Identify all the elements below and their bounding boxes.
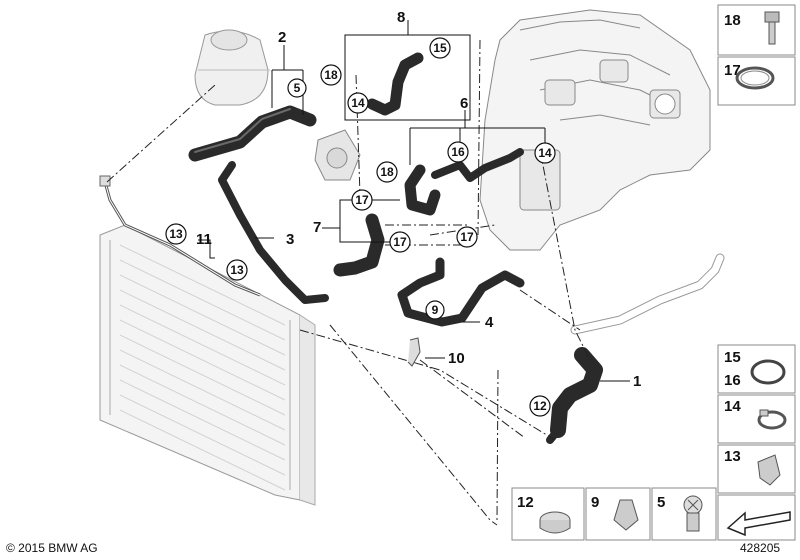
callout-14: 14 bbox=[347, 92, 369, 114]
part-label-10: 10 bbox=[448, 350, 465, 367]
svg-text:18: 18 bbox=[380, 165, 394, 179]
arrow-icon bbox=[726, 511, 791, 537]
water-pipe bbox=[570, 253, 725, 335]
thermostat-housing bbox=[314, 129, 361, 181]
legend-bottom: 12 9 5 bbox=[511, 487, 717, 541]
svg-text:14: 14 bbox=[351, 96, 365, 110]
bracket-10 bbox=[407, 337, 421, 367]
legend-right: 18 17 15 16 14 13 bbox=[717, 4, 796, 541]
svg-text:18: 18 bbox=[324, 68, 338, 82]
radiator bbox=[99, 224, 316, 506]
holder-icon bbox=[613, 499, 639, 531]
svg-text:13: 13 bbox=[724, 448, 741, 465]
callout-13: 13 bbox=[226, 259, 248, 281]
leader-lines bbox=[198, 20, 630, 382]
part-label-6: 6 bbox=[460, 95, 468, 112]
svg-text:9: 9 bbox=[591, 494, 599, 511]
svg-text:17: 17 bbox=[460, 230, 474, 244]
svg-text:5: 5 bbox=[294, 81, 301, 95]
svg-text:17: 17 bbox=[393, 235, 407, 249]
bleed-screw-icon bbox=[683, 495, 703, 532]
expansion-tank bbox=[194, 29, 270, 106]
bolt-icon bbox=[764, 11, 780, 45]
part-label-2: 2 bbox=[278, 29, 286, 46]
part-label-1: 1 bbox=[633, 373, 641, 390]
svg-text:9: 9 bbox=[432, 303, 439, 317]
svg-text:13: 13 bbox=[230, 263, 244, 277]
svg-text:13: 13 bbox=[169, 227, 183, 241]
callout-5: 5 bbox=[287, 78, 307, 98]
hose-clamp-icon bbox=[757, 409, 787, 430]
svg-text:17: 17 bbox=[355, 193, 369, 207]
svg-text:14: 14 bbox=[538, 146, 552, 160]
callout-17: 17 bbox=[389, 231, 411, 253]
svg-text:18: 18 bbox=[724, 12, 741, 29]
callout-17: 17 bbox=[456, 226, 478, 248]
part-label-8: 8 bbox=[397, 9, 405, 26]
svg-text:14: 14 bbox=[724, 398, 741, 415]
callout-14: 14 bbox=[534, 142, 556, 164]
engine-block bbox=[479, 9, 711, 251]
svg-text:16: 16 bbox=[451, 145, 465, 159]
callout-16: 16 bbox=[447, 141, 469, 163]
callout-18: 18 bbox=[376, 161, 398, 183]
svg-text:12: 12 bbox=[533, 399, 547, 413]
callout-12: 12 bbox=[529, 395, 551, 417]
part-label-11: 11 bbox=[196, 231, 212, 248]
svg-text:5: 5 bbox=[657, 494, 665, 511]
callout-17: 17 bbox=[351, 189, 373, 211]
callout-9: 9 bbox=[425, 300, 445, 320]
part-label-4: 4 bbox=[485, 314, 494, 331]
copyright: © 2015 BMW AG bbox=[6, 541, 98, 555]
legend-label-15: 15 bbox=[724, 349, 741, 366]
svg-text:12: 12 bbox=[517, 494, 534, 511]
callout-15: 15 bbox=[429, 37, 451, 59]
callout-18: 18 bbox=[320, 64, 342, 86]
clamp-ring-icon bbox=[539, 511, 571, 534]
callout-13: 13 bbox=[165, 223, 187, 245]
diagram-number: 428205 bbox=[740, 541, 781, 555]
legend-label-16: 16 bbox=[724, 372, 741, 389]
svg-text:15: 15 bbox=[433, 41, 447, 55]
part-label-3: 3 bbox=[286, 231, 294, 248]
spring-clamp-icon bbox=[735, 66, 775, 90]
o-ring-icon bbox=[750, 359, 786, 385]
part-label-7: 7 bbox=[313, 219, 321, 236]
clip-icon bbox=[757, 454, 781, 486]
